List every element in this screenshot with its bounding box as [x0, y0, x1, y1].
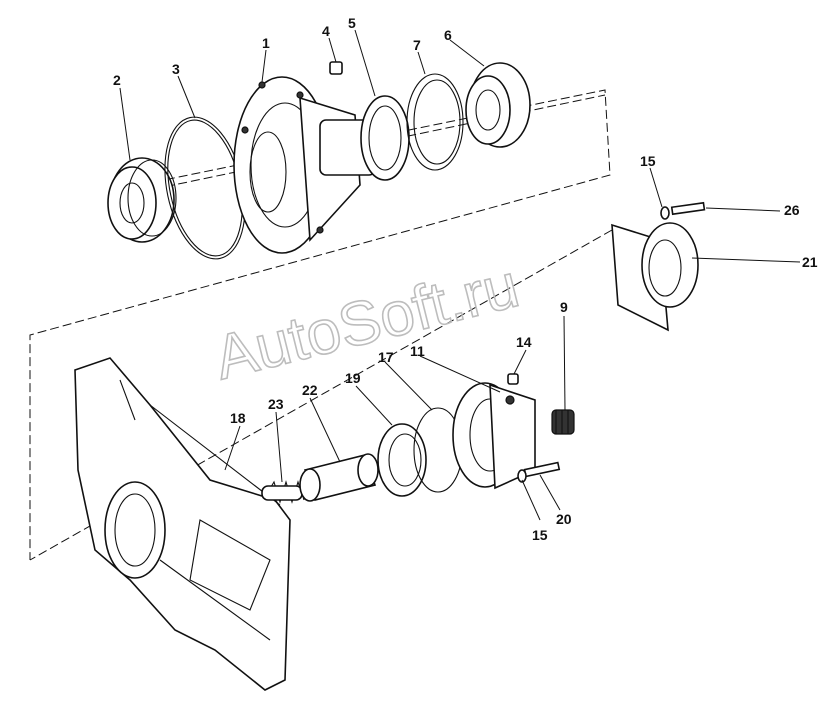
- part-2-bearing: [107, 157, 177, 243]
- callout-5: 5: [348, 15, 356, 31]
- part-20-bolt: [517, 461, 561, 483]
- callout-19: 19: [345, 370, 361, 386]
- callout-3: 3: [172, 61, 180, 77]
- callout-18: 18: [230, 410, 246, 426]
- part-14-plug: [507, 373, 519, 385]
- part-22-sleeve: [299, 453, 379, 502]
- part-9-gear: [551, 409, 575, 435]
- callout-17: 17: [378, 349, 394, 365]
- callout-15-bottom: 15: [532, 527, 548, 543]
- callout-11: 11: [410, 343, 425, 359]
- callout-20: 20: [556, 511, 572, 527]
- part-7-ring: [406, 73, 464, 171]
- callout-6: 6: [444, 27, 452, 43]
- callout-1: 1: [262, 35, 270, 51]
- part-6-bearing: [465, 62, 531, 148]
- callout-21: 21: [802, 254, 818, 270]
- callout-23: 23: [268, 396, 284, 412]
- part-18-main-housing: [74, 357, 291, 691]
- part-1-housing: [233, 76, 376, 254]
- callout-15-top: 15: [640, 153, 656, 169]
- callout-22: 22: [302, 382, 318, 398]
- part-4-bolt: [329, 61, 343, 75]
- callout-9: 9: [560, 299, 568, 315]
- callout-2: 2: [113, 72, 121, 88]
- part-19-seal: [377, 423, 427, 497]
- callout-4: 4: [322, 23, 330, 39]
- part-11-pump-body: [452, 382, 536, 490]
- part-23-spring: [261, 480, 305, 504]
- callout-14: 14: [516, 334, 532, 350]
- part-21-cover: [611, 222, 699, 332]
- callout-26: 26: [784, 202, 800, 218]
- callout-labels: 1 2 3 4 5 7 6 15 26 21 9 14 11 17 19 22 …: [113, 15, 818, 543]
- leader-lines: [119, 29, 801, 521]
- callout-7: 7: [413, 37, 421, 53]
- part-26-bolt: [660, 201, 706, 220]
- part-5-seal: [360, 95, 410, 181]
